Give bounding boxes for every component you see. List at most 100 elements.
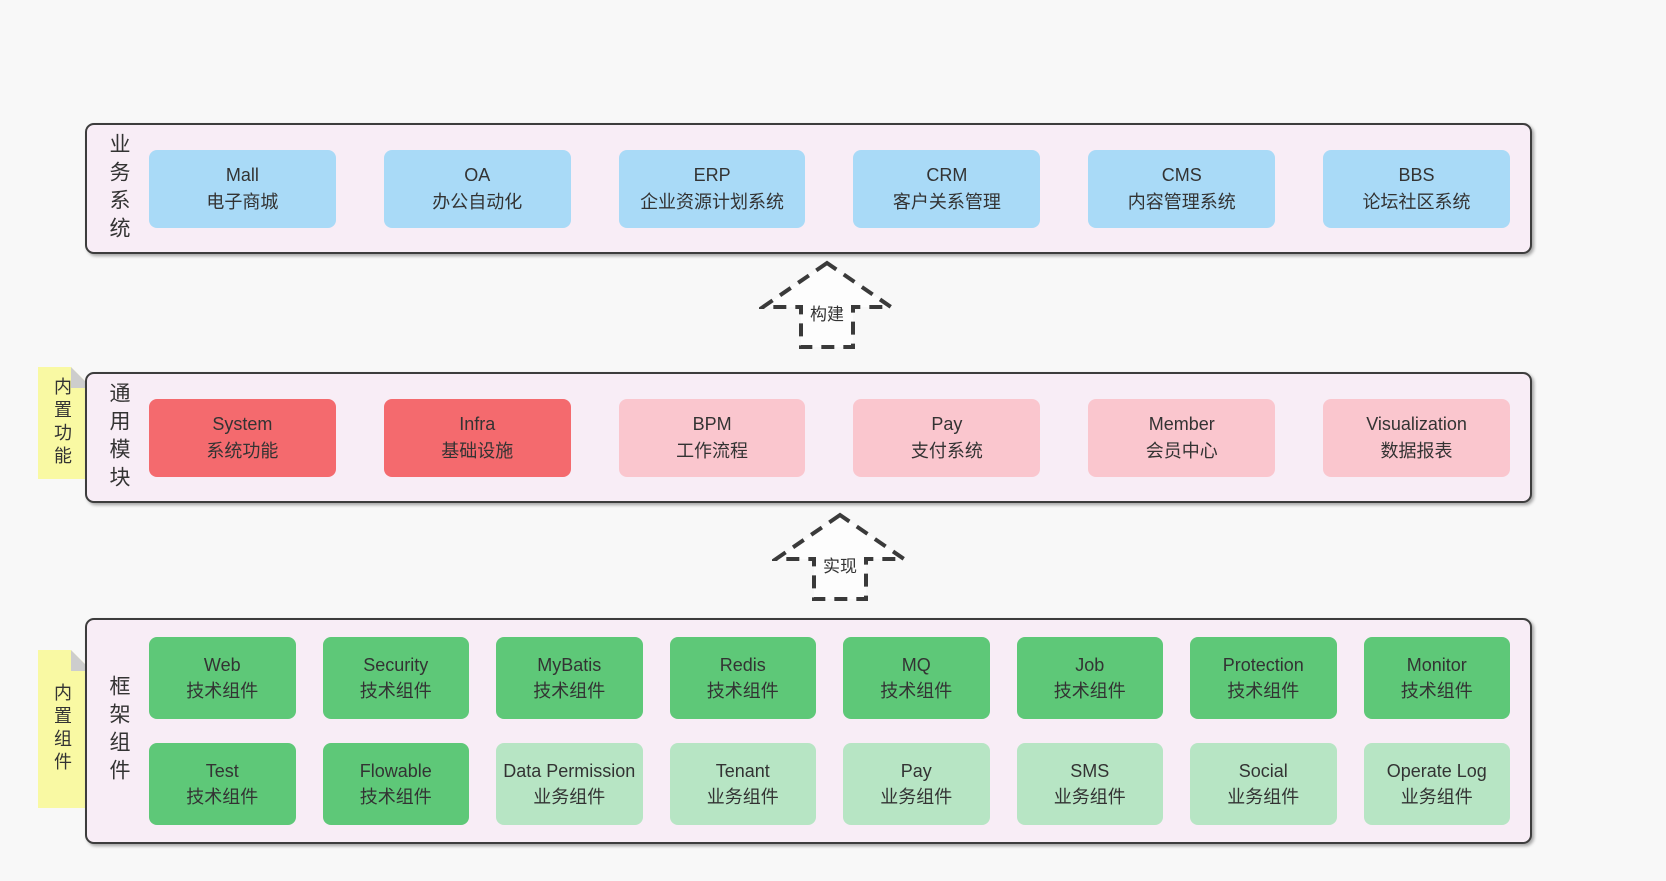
box-web-name: Web xyxy=(203,654,241,675)
box-visualization-name: Visualization xyxy=(1366,414,1467,435)
box-pay-module: Pay 支付系统 xyxy=(853,398,1041,477)
band-business-systems-label: 业务系统 xyxy=(107,132,130,245)
box-security-name: Security xyxy=(363,654,429,675)
band-common-modules-label: 通用模块 xyxy=(107,381,130,494)
box-bbs: BBS 论坛社区系统 xyxy=(1323,149,1510,228)
box-monitor-name: Monitor xyxy=(1406,654,1467,675)
box-social-desc: 业务组件 xyxy=(1227,787,1300,807)
box-erp-desc: 企业资源计划系统 xyxy=(640,191,785,212)
sticky-note-built-in-components: 内置组件 xyxy=(38,650,92,808)
box-security-desc: 技术组件 xyxy=(359,681,432,701)
box-data-permission-desc: 业务组件 xyxy=(533,787,606,807)
box-monitor-desc: 技术组件 xyxy=(1400,681,1473,701)
box-mall-desc: 电子商城 xyxy=(206,191,279,212)
box-member: Member 会员中心 xyxy=(1088,398,1276,477)
box-data-permission-name: Data Permission xyxy=(503,760,636,781)
box-flowable-desc: 技术组件 xyxy=(359,787,432,807)
box-pay-component: Pay 业务组件 xyxy=(843,743,990,825)
box-visualization: Visualization 数据报表 xyxy=(1323,398,1510,477)
band-common-modules: 通用模块 System 系统功能 Infra 基础设施 BPM 工作流程 Pay… xyxy=(85,372,1532,503)
box-protection-name: Protection xyxy=(1222,654,1304,675)
box-security: Security 技术组件 xyxy=(322,637,469,719)
box-system-desc: 系统功能 xyxy=(206,440,279,461)
box-sms-desc: 业务组件 xyxy=(1053,787,1126,807)
build-arrow: 构建 xyxy=(759,260,895,350)
box-sms: SMS 业务组件 xyxy=(1016,743,1163,825)
box-member-desc: 会员中心 xyxy=(1145,440,1218,461)
box-flowable-name: Flowable xyxy=(359,760,432,781)
box-test-desc: 技术组件 xyxy=(186,787,259,807)
implement-arrow-label: 实现 xyxy=(820,552,860,577)
sticky-note-built-in-components-text: 内置组件 xyxy=(52,683,72,775)
box-social-name: Social xyxy=(1238,760,1288,781)
box-operate-log: Operate Log 业务组件 xyxy=(1363,743,1510,825)
box-crm: CRM 客户关系管理 xyxy=(853,149,1041,228)
band-business-systems: 业务系统 Mall 电子商城 OA 办公自动化 ERP 企业资源计划系统 CRM… xyxy=(85,123,1532,254)
box-cms-name: CMS xyxy=(1161,165,1202,186)
box-social: Social 业务组件 xyxy=(1190,743,1337,825)
build-arrow-label: 构建 xyxy=(807,300,847,325)
framework-row-1: Web 技术组件 Security 技术组件 MyBatis 技术组件 Redi… xyxy=(149,637,1510,719)
box-mq-desc: 技术组件 xyxy=(880,681,953,701)
band-framework-components: 框架组件 Web 技术组件 Security 技术组件 MyBatis 技术组件… xyxy=(85,618,1532,844)
sticky-note-built-in-features: 内置功能 xyxy=(38,367,92,479)
box-pay-module-name: Pay xyxy=(931,414,963,435)
box-oa-name: OA xyxy=(464,165,491,186)
box-bpm-desc: 工作流程 xyxy=(676,440,749,461)
implement-arrow: 实现 xyxy=(772,512,908,602)
box-tenant: Tenant 业务组件 xyxy=(669,743,816,825)
box-system-name: System xyxy=(212,414,273,435)
box-protection-desc: 技术组件 xyxy=(1227,681,1300,701)
box-data-permission: Data Permission 业务组件 xyxy=(496,743,643,825)
box-mq-name: MQ xyxy=(901,654,931,675)
box-crm-name: CRM xyxy=(926,165,968,186)
box-pay-component-name: Pay xyxy=(900,760,932,781)
box-pay-component-desc: 业务组件 xyxy=(880,787,953,807)
box-protection: Protection 技术组件 xyxy=(1190,637,1337,719)
box-bpm-name: BPM xyxy=(692,414,732,435)
box-erp-name: ERP xyxy=(693,165,731,186)
box-flowable: Flowable 技术组件 xyxy=(322,743,469,825)
box-mall-name: Mall xyxy=(225,165,259,186)
box-bpm: BPM 工作流程 xyxy=(618,398,806,477)
box-test-name: Test xyxy=(205,760,239,781)
box-job-desc: 技术组件 xyxy=(1053,681,1126,701)
box-infra-desc: 基础设施 xyxy=(441,440,514,461)
box-mall: Mall 电子商城 xyxy=(149,149,336,228)
box-cms: CMS 内容管理系统 xyxy=(1088,149,1276,228)
box-bbs-desc: 论坛社区系统 xyxy=(1362,191,1471,212)
box-member-name: Member xyxy=(1148,414,1215,435)
box-mq: MQ 技术组件 xyxy=(843,637,990,719)
band-framework-components-grid: Web 技术组件 Security 技术组件 MyBatis 技术组件 Redi… xyxy=(149,637,1530,825)
box-system: System 系统功能 xyxy=(149,398,336,477)
box-redis: Redis 技术组件 xyxy=(669,637,816,719)
box-mybatis: MyBatis 技术组件 xyxy=(496,637,643,719)
box-job: Job 技术组件 xyxy=(1016,637,1163,719)
box-pay-module-desc: 支付系统 xyxy=(910,440,983,461)
band-business-systems-boxes: Mall 电子商城 OA 办公自动化 ERP 企业资源计划系统 CRM 客户关系… xyxy=(149,149,1530,228)
box-oa-desc: 办公自动化 xyxy=(432,191,523,212)
sticky-note-built-in-features-text: 内置功能 xyxy=(52,377,72,469)
box-infra-name: Infra xyxy=(459,414,496,435)
box-erp: ERP 企业资源计划系统 xyxy=(618,149,806,228)
box-operate-log-desc: 业务组件 xyxy=(1400,787,1473,807)
band-common-modules-boxes: System 系统功能 Infra 基础设施 BPM 工作流程 Pay 支付系统… xyxy=(149,398,1530,477)
box-job-name: Job xyxy=(1075,654,1105,675)
box-oa: OA 办公自动化 xyxy=(383,149,571,228)
box-redis-name: Redis xyxy=(719,654,766,675)
box-test: Test 技术组件 xyxy=(149,743,296,825)
box-web-desc: 技术组件 xyxy=(186,681,259,701)
box-mybatis-desc: 技术组件 xyxy=(533,681,606,701)
box-visualization-desc: 数据报表 xyxy=(1380,440,1453,461)
box-sms-name: SMS xyxy=(1070,760,1110,781)
box-redis-desc: 技术组件 xyxy=(706,681,779,701)
box-operate-log-name: Operate Log xyxy=(1386,760,1487,781)
box-mybatis-name: MyBatis xyxy=(537,654,602,675)
box-crm-desc: 客户关系管理 xyxy=(892,191,1001,212)
box-monitor: Monitor 技术组件 xyxy=(1363,637,1510,719)
box-infra: Infra 基础设施 xyxy=(383,398,571,477)
box-bbs-name: BBS xyxy=(1398,165,1435,186)
box-tenant-name: Tenant xyxy=(715,760,770,781)
framework-row-2: Test 技术组件 Flowable 技术组件 Data Permission … xyxy=(149,743,1510,825)
box-cms-desc: 内容管理系统 xyxy=(1127,191,1236,212)
